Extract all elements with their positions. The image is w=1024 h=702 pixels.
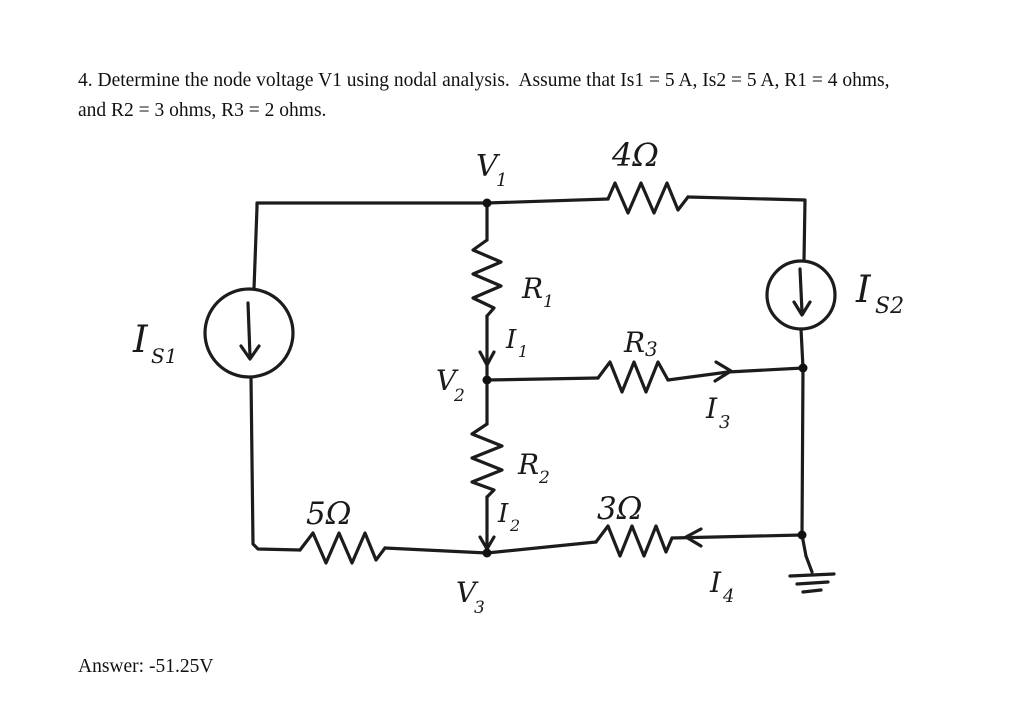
ground-line-3 — [801, 588, 823, 594]
label-r3-sub: 3 — [645, 337, 658, 361]
label-4ohm-value: 4Ω — [611, 136, 659, 174]
ground-line-1 — [788, 572, 836, 578]
label-i3-sub: 3 — [719, 412, 730, 433]
current-source-is1-circle — [203, 287, 295, 379]
resistor-r3 — [596, 360, 670, 394]
wire-left-lower — [249, 375, 302, 552]
problem-line1: 4. Determine the node voltage V1 using n… — [78, 69, 890, 91]
wire-r3-to-right — [666, 366, 805, 382]
label-is2: I — [855, 268, 872, 311]
is1-arrow — [246, 301, 252, 358]
i4-arrowhead-icon — [684, 527, 703, 548]
label-i3: I — [705, 392, 718, 425]
label-r3: R — [623, 326, 645, 359]
problem-line2: and R2 = 3 ohms, R3 = 2 ohms. — [78, 99, 327, 121]
circuit-nodes — [482, 198, 808, 558]
label-v3-sub: 3 — [474, 598, 485, 618]
node-v1-dot — [482, 198, 492, 208]
is2-arrow — [798, 267, 804, 314]
resistor-4ohm — [606, 181, 690, 215]
label-is2-sub: S2 — [875, 294, 904, 319]
ground-line-2 — [795, 580, 830, 586]
label-r2: R — [517, 448, 539, 481]
wire-3ohm-to-right — [670, 533, 804, 540]
label-v2-sub: 2 — [453, 386, 465, 406]
label-is1: I — [132, 318, 149, 361]
label-i4-sub: 4 — [722, 586, 734, 607]
circuit-labels: V 1 V 2 V 3 R 1 R 2 R 3 I 1 I 2 I 3 I 4 … — [132, 136, 904, 618]
label-3ohm-value: 3Ω — [597, 491, 642, 527]
label-r1: R — [521, 272, 543, 305]
is1-arrowhead-icon — [239, 344, 261, 361]
label-v1: V — [476, 149, 501, 184]
label-r1-sub: 1 — [543, 292, 554, 312]
wire-v2-to-r3 — [485, 376, 600, 382]
wire-top-left — [255, 197, 610, 209]
i1-arrowhead-icon — [478, 350, 496, 367]
answer-text: Answer: -51.25V — [78, 655, 214, 677]
is2-arrowhead-icon — [792, 300, 812, 317]
label-i2: I — [497, 499, 509, 529]
label-5ohm-value: 5Ω — [306, 496, 351, 532]
node-v3-dot — [482, 548, 492, 558]
node-right-bottom-dot — [797, 530, 807, 540]
label-i4: I — [709, 566, 722, 599]
wire-v3-to-3ohm — [485, 540, 598, 555]
label-v2: V — [436, 364, 459, 397]
node-v2-dot — [482, 375, 492, 385]
i3-arrowhead-icon — [713, 360, 733, 383]
label-v3: V — [456, 576, 479, 609]
wire-right — [799, 327, 808, 558]
problem-statement: 4. Determine the node voltage V1 using n… — [78, 66, 1008, 126]
resistor-r2 — [470, 422, 504, 499]
label-i2-sub: 2 — [509, 516, 520, 535]
wire-bottom-left — [383, 546, 489, 555]
ground-stem — [804, 554, 814, 574]
wire-top-right — [686, 195, 807, 263]
wire-left-upper — [252, 205, 259, 291]
circuit-wires — [203, 181, 837, 594]
resistor-5ohm — [298, 531, 387, 565]
resistor-3ohm — [594, 524, 674, 558]
resistor-r1 — [471, 238, 503, 318]
label-r2-sub: 2 — [538, 468, 550, 488]
label-i1-sub: 1 — [518, 342, 528, 361]
node-right-mid-dot — [798, 363, 808, 373]
label-is1-sub: S1 — [151, 344, 177, 368]
label-v1-sub: 1 — [496, 170, 507, 191]
label-i1: I — [505, 325, 517, 355]
